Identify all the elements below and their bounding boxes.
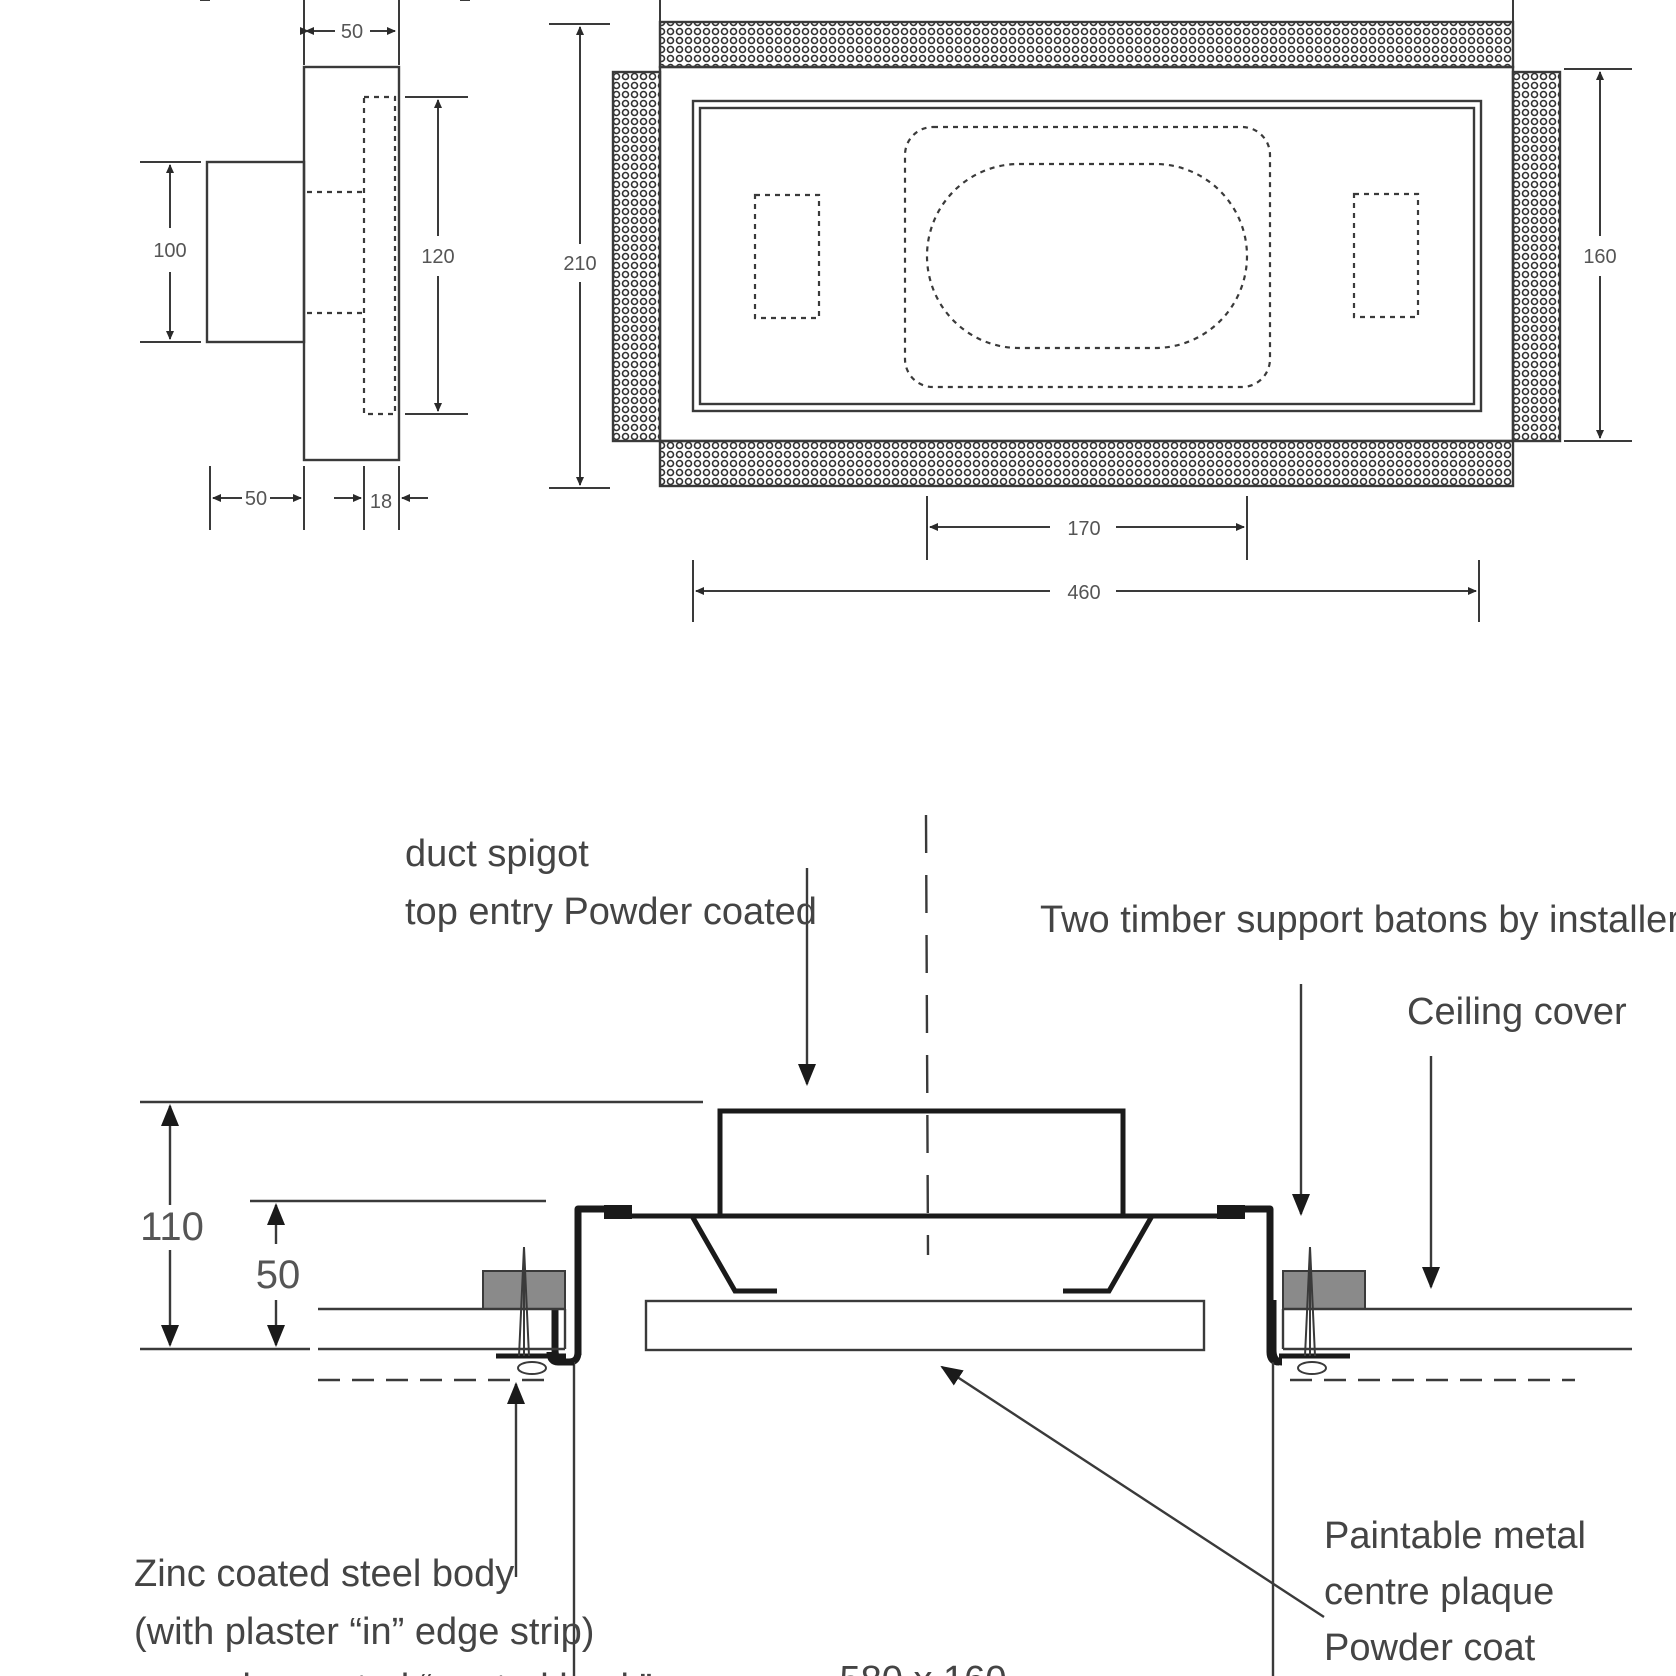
label-body-line1: Zinc coated steel body bbox=[134, 1553, 514, 1595]
label-plaque-line1: Paintable metal bbox=[1324, 1515, 1586, 1557]
dim-front-oval-width: 170 bbox=[1067, 518, 1100, 540]
dim-section-overall-depth: 110 bbox=[140, 1205, 204, 1249]
dim-side-inner-height: 120 bbox=[421, 246, 454, 268]
label-batons: Two timber support batons by installer bbox=[1040, 899, 1676, 941]
section-plaque bbox=[644, 1299, 1206, 1352]
dim-side-spigot-length: 50 bbox=[245, 488, 267, 510]
dim-side-depth: 18 bbox=[370, 491, 392, 513]
perforated-strip-right bbox=[1511, 70, 1562, 443]
label-body-line2: (with plaster “in” edge strip) bbox=[134, 1611, 594, 1653]
label-body-line3: powder coated “neutral back” bbox=[160, 1667, 652, 1676]
perforated-strip-left bbox=[611, 70, 662, 443]
label-plaque-line2: centre plaque bbox=[1324, 1571, 1554, 1613]
perforated-strip-bottom bbox=[658, 439, 1515, 488]
section-spigot bbox=[717, 1108, 1126, 1215]
centre-plaque bbox=[691, 99, 1483, 413]
label-plaque-line3: Powder coat bbox=[1324, 1627, 1536, 1669]
dim-section-body-depth: 50 bbox=[256, 1253, 301, 1297]
front-frame bbox=[658, 65, 1515, 443]
section-view: 110 50 duct spigot top entry Powder coat… bbox=[134, 814, 1676, 1676]
label-ceiling: Ceiling cover bbox=[1407, 991, 1627, 1033]
label-spigot-line2: top entry Powder coated bbox=[405, 891, 817, 933]
label-bottom-dim: 580 x 160 bbox=[840, 1659, 1007, 1676]
dim-front-overall-height: 210 bbox=[563, 253, 596, 275]
dim-front-frame-height: 160 bbox=[1583, 246, 1616, 268]
perforated-strip-top bbox=[658, 20, 1515, 69]
dim-side-width: 50 bbox=[341, 21, 363, 43]
side-spigot bbox=[205, 160, 306, 344]
side-body bbox=[302, 65, 401, 462]
label-spigot-line1: duct spigot bbox=[405, 833, 589, 875]
front-view: 210 160 170 460 bbox=[549, 0, 1632, 622]
section-cone bbox=[689, 1214, 777, 1294]
dim-side-spigot-height: 100 bbox=[153, 240, 186, 262]
centre-line bbox=[924, 814, 930, 1256]
side-view: 50 100 120 50 18 bbox=[140, 0, 470, 530]
timber-baton-right bbox=[1282, 1270, 1366, 1310]
dim-front-plaque-width: 460 bbox=[1067, 582, 1100, 604]
